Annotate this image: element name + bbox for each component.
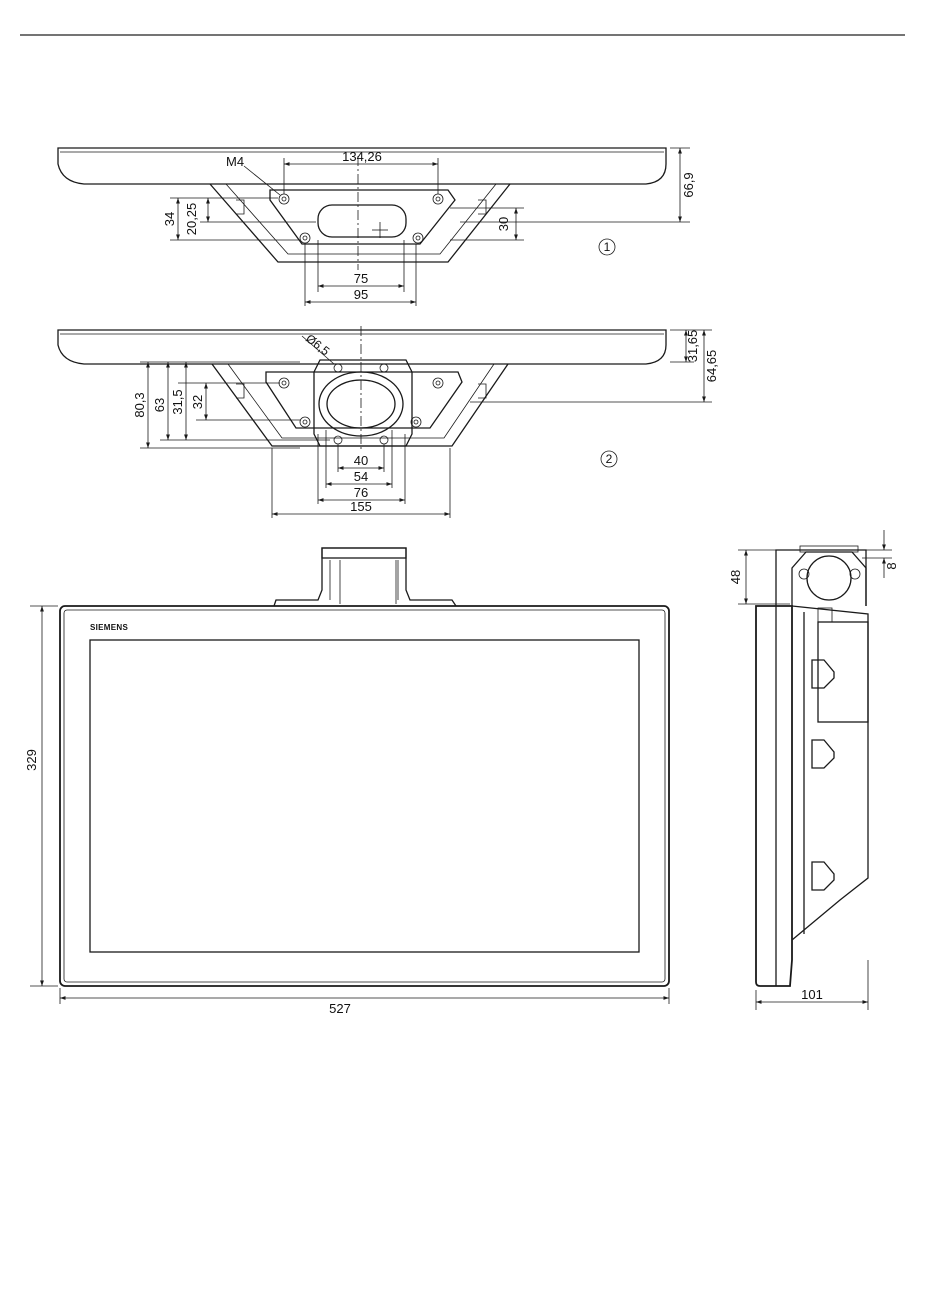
dim-134-26: 134,26	[342, 149, 382, 164]
view-2-top: Ø6,5 31,65 64,65 80,3 63 31,5 32	[58, 326, 719, 518]
dim-64-65: 64,65	[704, 350, 719, 383]
thread-label-m4: M4	[226, 154, 244, 169]
dim-31-65: 31,65	[685, 330, 700, 363]
dim-80-3: 80,3	[132, 392, 147, 417]
dim-527: 527	[329, 1001, 351, 1016]
side-view: 48 8 101	[728, 530, 899, 1010]
dim-155: 155	[350, 499, 372, 514]
brand-logo: SIEMENS	[90, 623, 128, 632]
dim-63: 63	[152, 398, 167, 412]
dim-8: 8	[884, 562, 899, 569]
dim-dia-6-5: Ø6,5	[303, 331, 332, 358]
dim-48: 48	[728, 570, 743, 584]
view-1-top: 134,26 M4 66,9 30 34 20,25 75 95 1	[58, 148, 696, 306]
callout-1: 1	[604, 240, 611, 254]
dim-54: 54	[354, 469, 368, 484]
dim-95: 95	[354, 287, 368, 302]
dim-31-5: 31,5	[170, 389, 185, 414]
dim-32: 32	[190, 395, 205, 409]
callout-2: 2	[606, 452, 613, 466]
dim-101: 101	[801, 987, 823, 1002]
dim-40: 40	[354, 453, 368, 468]
dim-75: 75	[354, 271, 368, 286]
dim-66-9: 66,9	[681, 172, 696, 197]
dim-76: 76	[354, 485, 368, 500]
dim-20-25: 20,25	[184, 203, 199, 236]
front-view: SIEMENS 329 527	[24, 548, 669, 1016]
dim-329: 329	[24, 749, 39, 771]
dim-34: 34	[162, 212, 177, 226]
dim-30: 30	[496, 217, 511, 231]
